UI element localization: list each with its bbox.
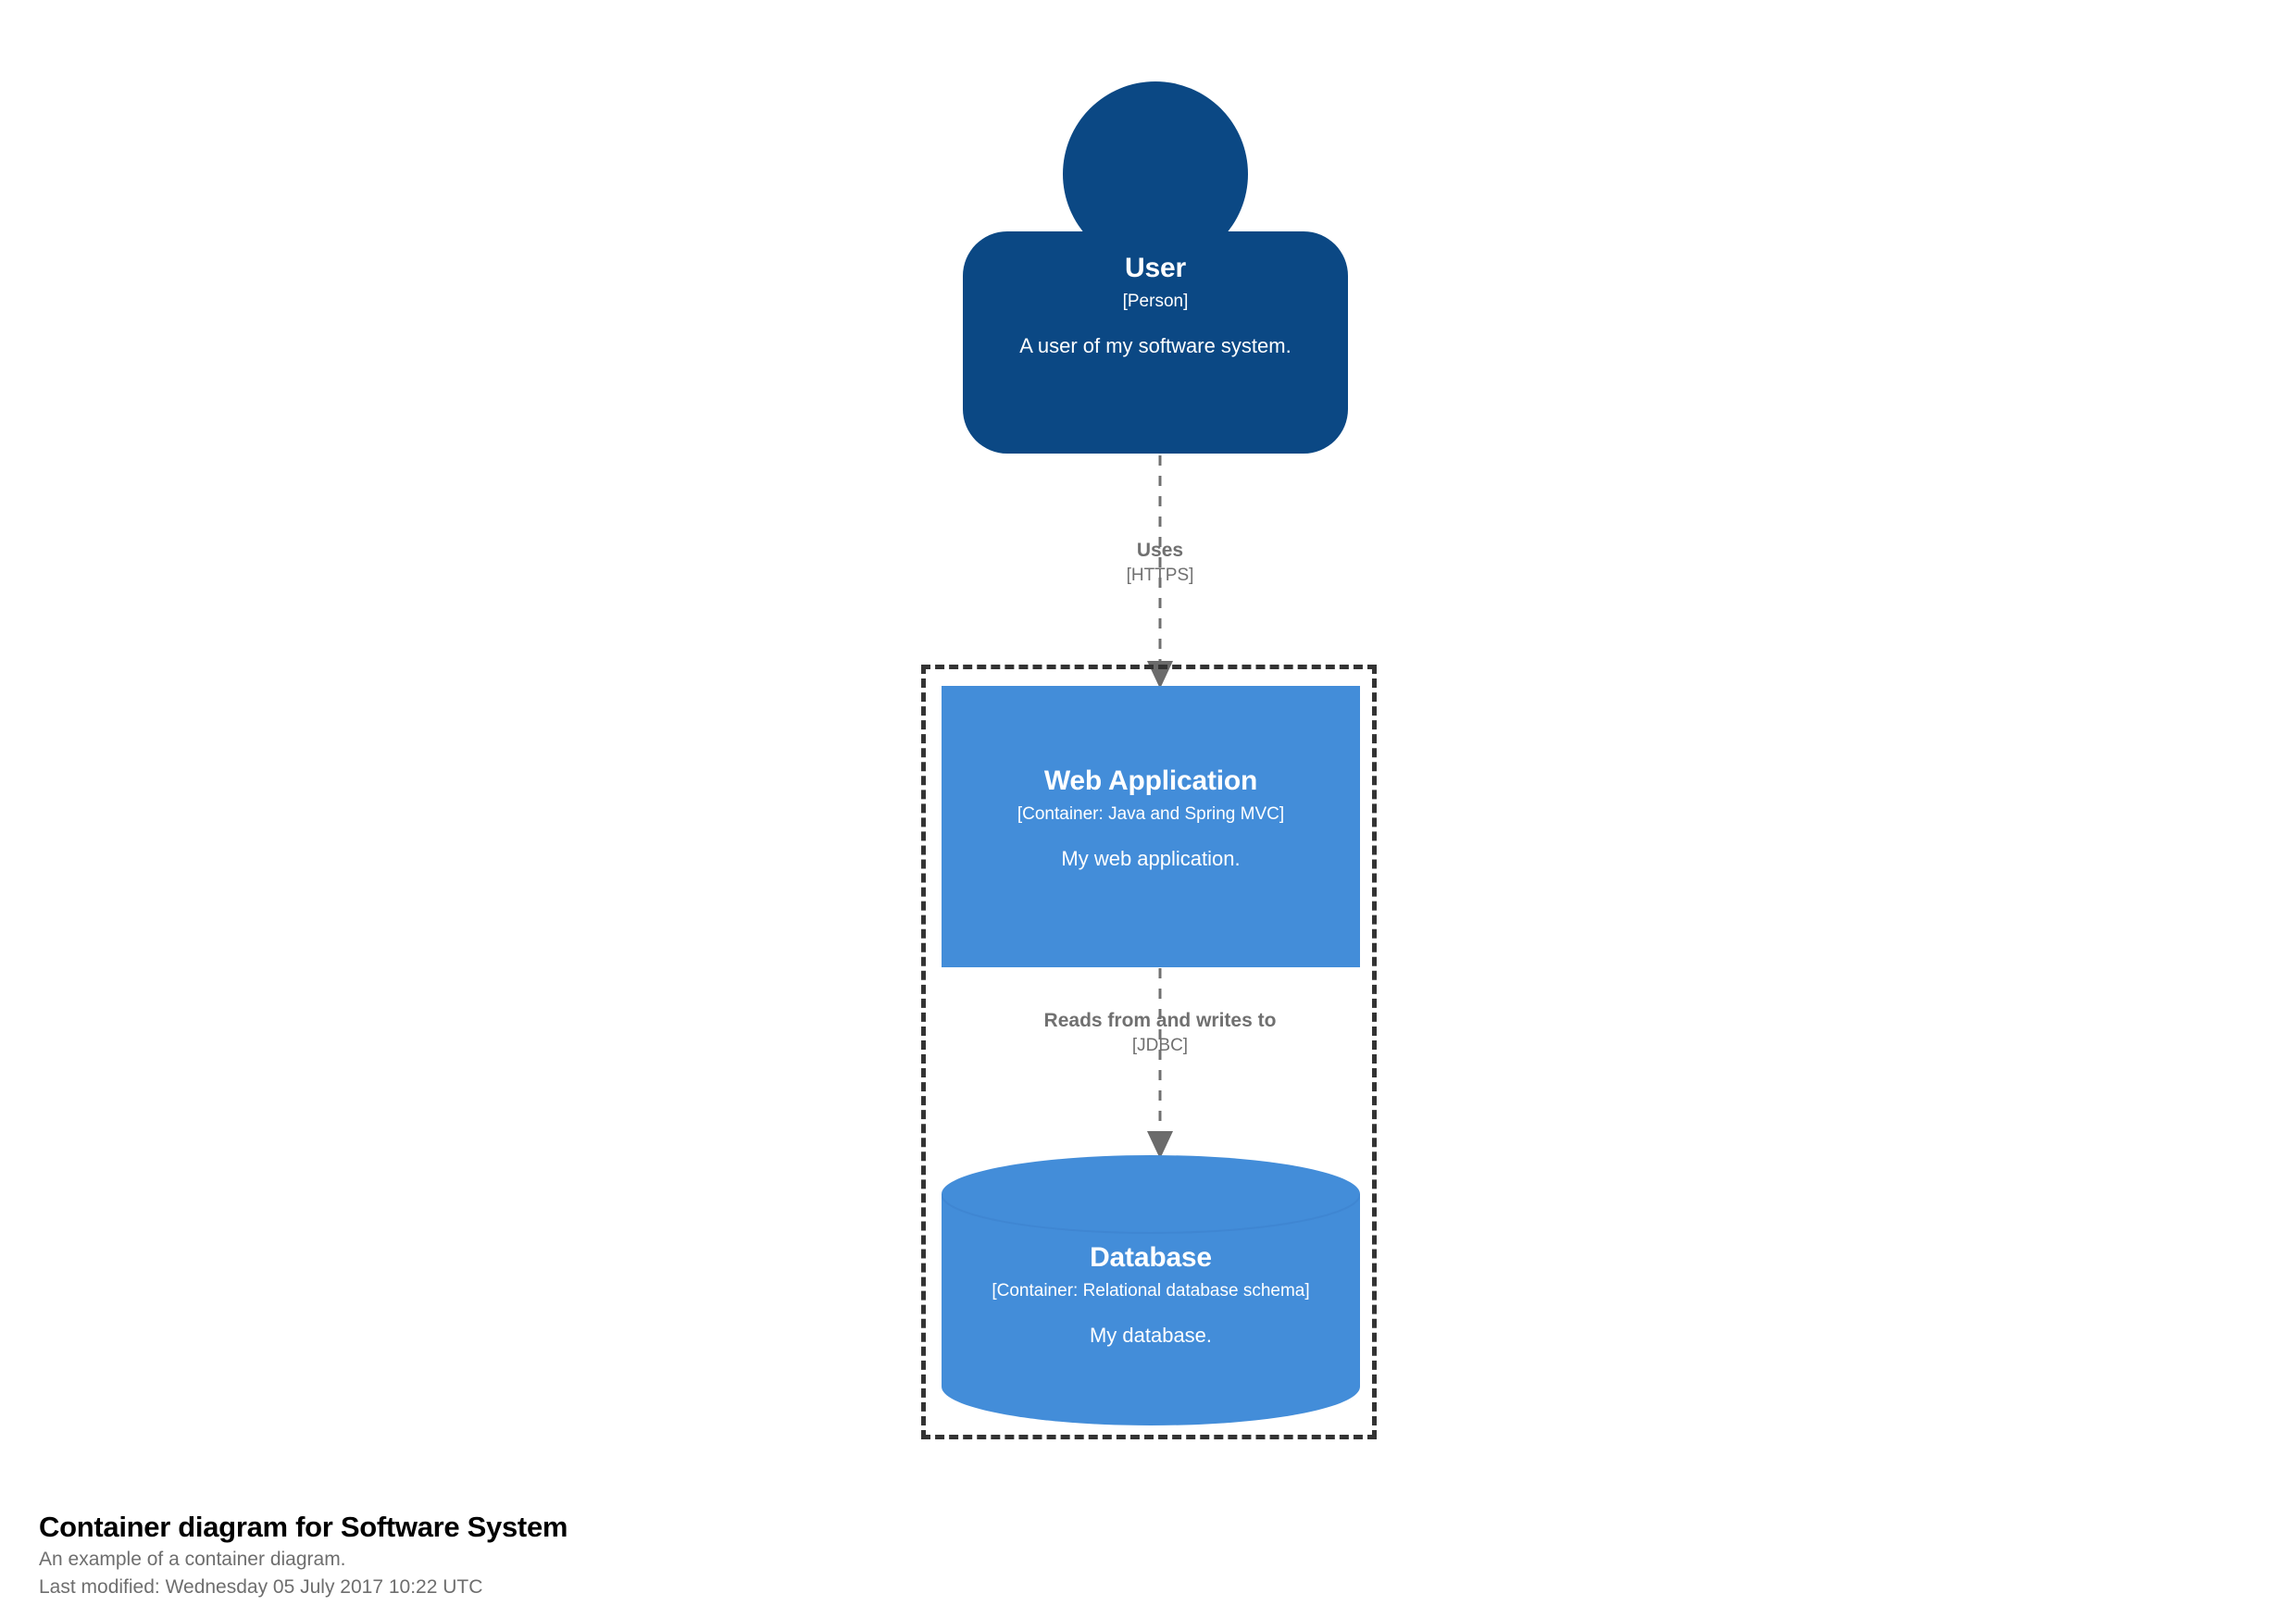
relationship-user-to-web-application: Uses [HTTPS] bbox=[1127, 455, 1193, 689]
node-user-title: User bbox=[1125, 253, 1186, 283]
node-user-text: User [Person] A user of my software syst… bbox=[963, 231, 1348, 454]
node-web-application-type: [Container: Java and Spring MVC] bbox=[1017, 804, 1285, 825]
caption-title: Container diagram for Software System bbox=[39, 1511, 568, 1543]
node-database-text: Database [Container: Relational database… bbox=[942, 1155, 1360, 1425]
node-user-description: A user of my software system. bbox=[1019, 334, 1292, 358]
node-database-title: Database bbox=[1090, 1242, 1212, 1273]
relationship-web-application-to-database: Reads from and writes to [JDBC] bbox=[1044, 968, 1276, 1159]
diagram-caption: Container diagram for Software System An… bbox=[39, 1509, 1150, 1602]
node-web-application-title: Web Application bbox=[1043, 765, 1258, 796]
database-cylinder-shape bbox=[942, 1155, 1360, 1425]
node-database[interactable]: Database [Container: Relational database… bbox=[942, 1155, 1360, 1425]
node-database-type: [Container: Relational database schema] bbox=[992, 1281, 1310, 1301]
node-user-type: [Person] bbox=[1122, 292, 1189, 312]
node-user[interactable]: User [Person] A user of my software syst… bbox=[963, 81, 1348, 454]
relationship-reads-writes-description: Reads from and writes to bbox=[1043, 1010, 1277, 1031]
caption-subtitle: An example of a container diagram. bbox=[39, 1548, 346, 1570]
node-web-application[interactable]: Web Application [Container: Java and Spr… bbox=[942, 686, 1360, 967]
relationship-reads-writes-technology: [JDBC] bbox=[1131, 1035, 1189, 1055]
relationship-uses-technology: [HTTPS] bbox=[1126, 565, 1194, 585]
relationship-uses-description: Uses bbox=[1136, 540, 1184, 561]
relationship-label-reads-writes: Reads from and writes to [JDBC] bbox=[1004, 1009, 1316, 1056]
person-body-shape bbox=[963, 231, 1348, 454]
node-web-application-description: My web application. bbox=[1061, 847, 1241, 871]
caption-last-modified: Last modified: Wednesday 05 July 2017 10… bbox=[39, 1576, 483, 1599]
node-database-description: My database. bbox=[1089, 1324, 1213, 1348]
software-system-boundary bbox=[921, 665, 1377, 1439]
relationship-label-uses: Uses [HTTPS] bbox=[1004, 539, 1316, 586]
relationship-line-reads-writes bbox=[1147, 968, 1173, 1159]
